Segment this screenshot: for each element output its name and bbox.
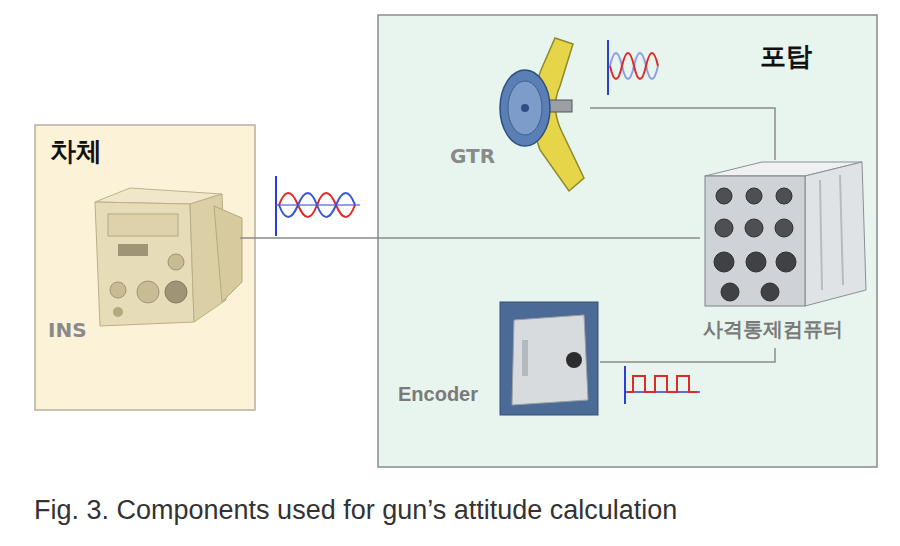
body-ground xyxy=(35,125,255,410)
node-label: 포탑 xyxy=(760,42,812,72)
signal-wire xyxy=(600,348,775,362)
gtr-sensor xyxy=(500,38,584,191)
square-signal-icon xyxy=(625,366,700,404)
ins-node: INS xyxy=(45,185,240,350)
gtr-node: GTR xyxy=(445,30,590,195)
signal-wire xyxy=(240,237,700,239)
encoder-unit xyxy=(500,302,598,415)
node-label: 사격통제컴퓨터 xyxy=(703,318,843,341)
body-region: 차체 INS xyxy=(35,125,255,410)
turret-ground xyxy=(378,15,877,467)
ins-unit xyxy=(95,188,242,326)
signal-wire xyxy=(590,108,775,160)
node-label: Encoder xyxy=(398,383,478,406)
figure-caption: Fig. 3. Components used for gun’s attitu… xyxy=(34,494,677,526)
sine-signal-icon xyxy=(608,40,658,95)
node-label: INS xyxy=(48,319,87,342)
encoder-node: Encoder xyxy=(395,298,600,418)
node-label: GTR xyxy=(450,145,495,168)
fire-control-node: 사격통제컴퓨터 xyxy=(700,160,870,348)
twisted-signal-icon xyxy=(276,176,360,236)
turret-region: 포탑 GTR 사격통제컴퓨터 Encoder xyxy=(378,15,877,467)
node-label: 차체 xyxy=(50,137,102,167)
fire-control-computer xyxy=(705,162,866,306)
